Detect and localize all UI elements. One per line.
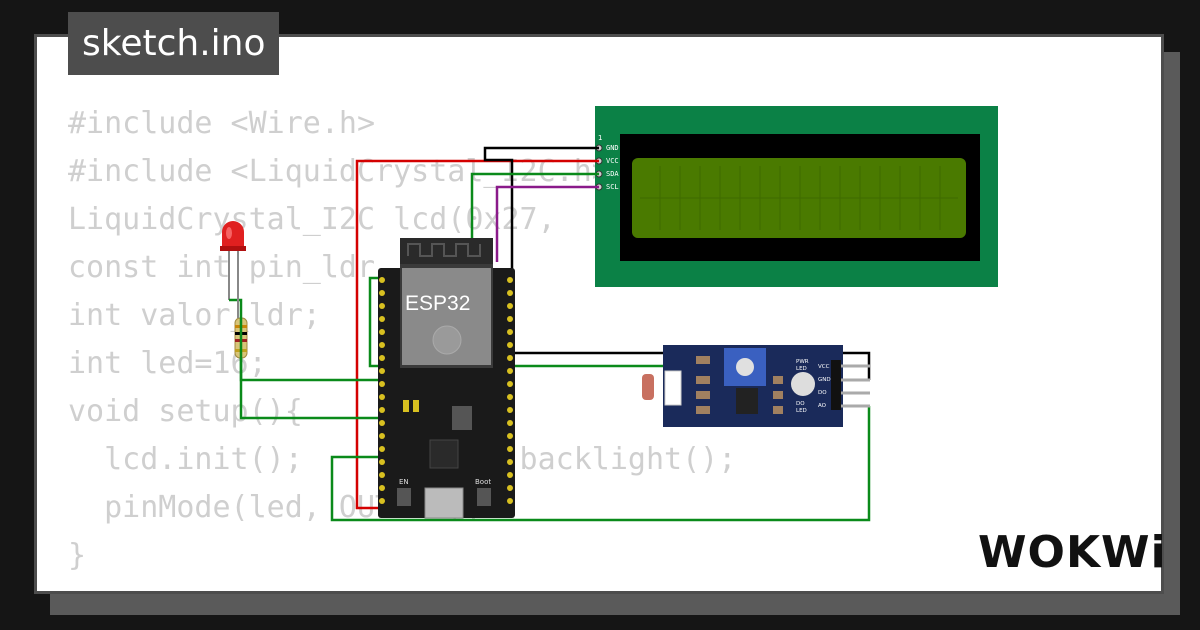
wokwi-logo: WOKWi: [978, 527, 1167, 578]
ldr-label-led2: LED: [796, 408, 807, 414]
lcd-pin-sda: SDA: [606, 170, 619, 178]
file-title-tag: sketch.ino: [68, 12, 280, 75]
ldr-pin-vcc: VCC: [818, 364, 830, 370]
esp32-label: ESP32: [405, 292, 470, 315]
code-line: const int pin_ldr: [68, 250, 376, 285]
boot-button[interactable]: [477, 488, 491, 506]
wire-vcc-ldr: [368, 276, 869, 368]
lcd-pin-scl: SCL: [606, 183, 619, 191]
antenna-trace: [407, 243, 481, 257]
lcd-cells: [640, 166, 958, 230]
ldr-module[interactable]: PWR LED DO LED VCC GND DO AO: [642, 345, 870, 427]
wire-scl: [495, 185, 599, 262]
usb-port: [424, 487, 464, 519]
ldr-pin-do: DO: [818, 390, 827, 396]
code-line: lcd.init(); backlight();: [104, 442, 737, 477]
code-line: LiquidCrystal_I2C lcd(0x27,: [68, 202, 556, 237]
lcd-pin-vcc: VCC: [606, 157, 619, 165]
wire-ao: [330, 406, 871, 522]
ldr-pin-gnd: GND: [818, 377, 831, 383]
red-led[interactable]: [220, 221, 246, 300]
esp32-board[interactable]: ESP32 EN Boot: [378, 238, 515, 519]
en-button[interactable]: [397, 488, 411, 506]
code-line: void setup(){: [68, 394, 303, 429]
lcd-pin-gnd: GND: [606, 144, 619, 152]
wire-vcc: [355, 159, 599, 510]
espressif-logo-icon: [432, 325, 462, 355]
ldr-label-do: DO: [796, 401, 805, 407]
boot-button-label: Boot: [475, 478, 491, 486]
regulator-chip: [452, 406, 472, 430]
lcd-display[interactable]: 1 GND VCC SDA SCL: [595, 106, 998, 287]
comparator-chip: [736, 388, 758, 414]
photoresistor: [642, 374, 654, 400]
wire-led-anode: [229, 298, 382, 382]
lcd-pin-1-label: 1: [598, 134, 602, 142]
power-led: [791, 372, 815, 396]
ldr-pin-ao: AO: [818, 403, 827, 409]
ldr-label-pwr: PWR: [796, 359, 809, 365]
en-button-label: EN: [399, 478, 409, 486]
code-line: }: [68, 538, 87, 573]
usb-chip: [429, 439, 459, 469]
wire-gnd-ldr: [510, 351, 871, 380]
ldr-label-led: LED: [796, 366, 807, 372]
code-line: int valor_ldr;: [68, 298, 321, 333]
wire-gnd-lcd: [483, 146, 599, 276]
code-line: #include <Wire.h>: [68, 106, 376, 141]
